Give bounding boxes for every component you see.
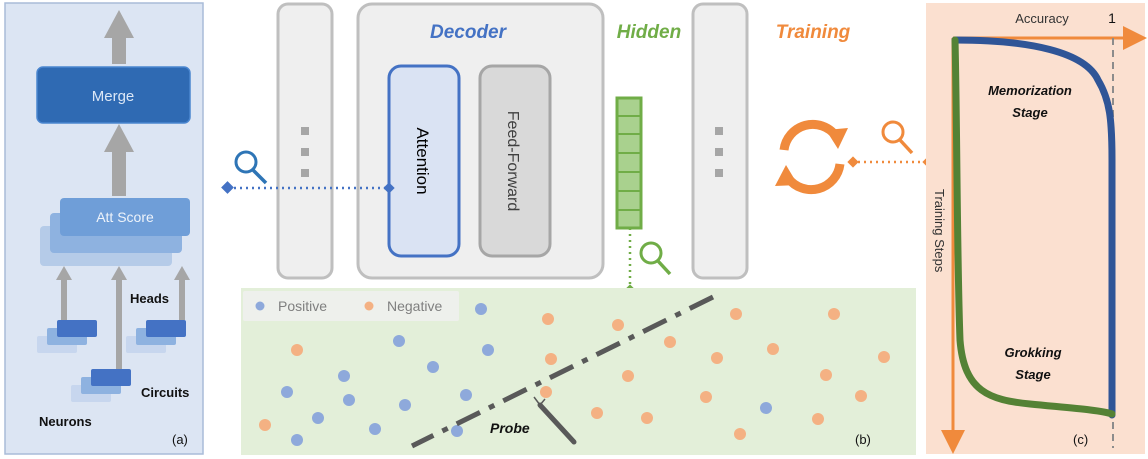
legend-negative-label: Negative: [387, 298, 442, 314]
head-block-right: [126, 320, 186, 353]
panel-b-probe: Positive Negative Prob: [241, 288, 916, 455]
magnifier-icon: [639, 241, 672, 276]
legend-positive-label: Positive: [278, 298, 327, 314]
test-accuracy-curve: [951, 36, 1116, 418]
magnifier-icon: [881, 120, 914, 155]
train-accuracy-curve: [951, 36, 1116, 419]
grokking-label-line2: Stage: [1015, 367, 1050, 382]
accuracy-axis-label: Accuracy: [1015, 11, 1069, 26]
decoder-label: Decoder: [430, 22, 508, 43]
panel-c: Accuracy 1 Training Steps Memorization S…: [926, 3, 1147, 454]
ellipsis-icon: [715, 127, 723, 177]
attention-module: Attention: [387, 64, 461, 258]
neurons-label: Neurons: [39, 414, 92, 429]
ellipsis-icon: [301, 127, 309, 177]
panel-c-tag: (c): [1073, 432, 1088, 447]
memorization-label-line2: Stage: [1012, 105, 1047, 120]
probe-legend: Positive Negative: [243, 291, 459, 321]
positive-points: [281, 303, 772, 446]
cycle-arrows-icon: [775, 119, 848, 195]
att-score-label: Att Score: [96, 209, 154, 225]
probe-needle-icon: [533, 396, 577, 445]
head-block-left: [37, 320, 97, 353]
head-arrows: [56, 266, 190, 372]
legend-positive-swatch: [255, 301, 265, 311]
probe-label: Probe: [490, 420, 530, 436]
hidden-state-vector: [615, 96, 643, 230]
hidden-connector: [624, 228, 636, 296]
training-connector: [847, 156, 934, 168]
attention-connector: [221, 181, 395, 194]
heads-label: Heads: [130, 291, 169, 306]
circuits-label: Circuits: [141, 385, 189, 400]
merge-label: Merge: [92, 88, 135, 105]
panel-a-tag: (a): [172, 432, 188, 447]
training-steps-axis-label: Training Steps: [932, 189, 947, 273]
probe-decision-boundary: [410, 294, 715, 449]
right-layer-column: [691, 2, 749, 280]
left-layer-column: [276, 2, 334, 280]
attention-label: Attention: [413, 127, 432, 194]
legend-negative-swatch: [364, 301, 374, 311]
output-arrow: [104, 10, 134, 64]
feed-forward-label: Feed-Forward: [504, 111, 521, 211]
decoder-block: Decoder Attention Feed-Forward: [356, 2, 605, 280]
negative-points: [259, 308, 890, 440]
att-score-stack: Att Score: [40, 198, 190, 266]
hidden-label: Hidden: [617, 22, 681, 43]
merge-block: Merge: [36, 66, 191, 124]
memorization-label-line1: Memorization: [988, 83, 1072, 98]
panel-b-model: Decoder Attention Feed-Forward Hidden: [221, 2, 934, 296]
circuit-block: [71, 369, 131, 402]
accuracy-max-tick: 1: [1108, 10, 1116, 26]
training-label: Training: [776, 22, 851, 43]
panel-a: Merge Att Score Heads: [4, 2, 204, 455]
magnifier-icon: [234, 150, 268, 185]
feed-forward-module: Feed-Forward: [478, 64, 552, 258]
grokking-label-line1: Grokking: [1004, 345, 1061, 360]
panel-b-tag: (b): [855, 432, 871, 447]
merge-input-arrow: [104, 124, 134, 196]
